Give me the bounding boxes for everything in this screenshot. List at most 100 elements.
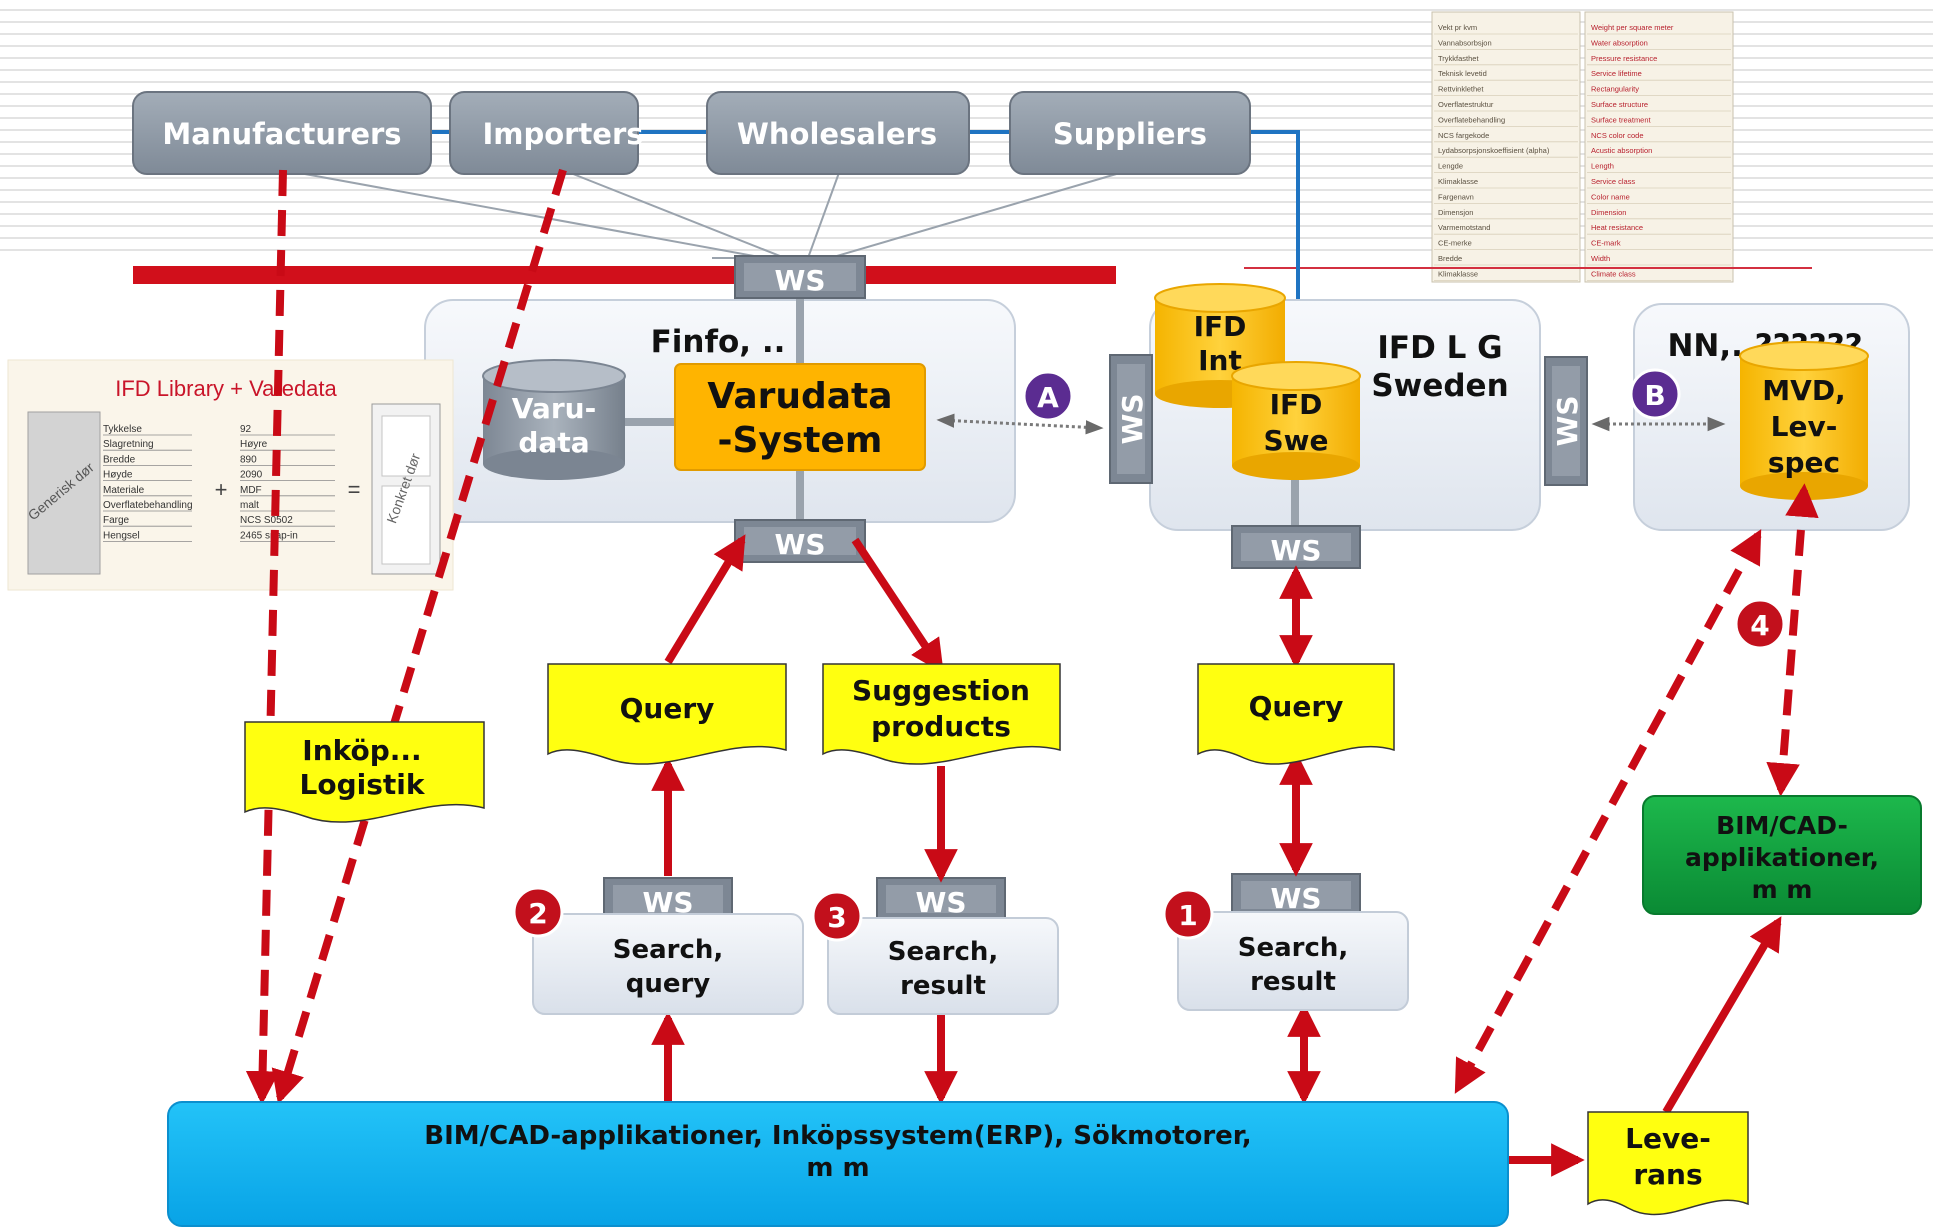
bim-green-line-1: BIM/CAD- [1716,811,1848,840]
bim-cad-green-box: BIM/CAD- applikationer, m m [1642,795,1922,915]
mvd-cylinder: MVD, Lev- spec [1739,341,1869,500]
property-table: Vekt pr kvmVannabsorbsjonTrykkfasthetTek… [1431,11,1734,283]
bim-green-line-3: m m [1752,875,1813,904]
library-property: Tykkelse [103,424,142,435]
library-value: 890 [240,454,257,465]
top-box-label: Suppliers [1053,117,1207,151]
ws-box-ifd-bottom: WS [1231,525,1361,569]
badge-3: 3 [811,890,863,942]
mvd-line-2: Lev- [1771,410,1838,443]
property-row-no: Overflatestruktur [1438,100,1494,109]
top-box-manufacturers: Manufacturers [132,91,432,175]
search-box-result-1: Search, result [1177,911,1409,1011]
note-leverans: Leve- rans [1587,1111,1749,1216]
varudata-system-line-1: Varudata [707,376,892,417]
mvd-line-3: spec [1768,446,1840,479]
property-row-no: Rettvinklethet [1438,85,1484,94]
property-table-left: Vekt pr kvmVannabsorbsjonTrykkfasthetTek… [1434,23,1578,281]
property-row-en: Width [1591,254,1610,263]
note-inkop-logistik: Inköp... Logistik [244,721,485,823]
note-leverans-line-1: Leve- [1625,1122,1711,1155]
library-property: Materiale [103,485,145,496]
ws-box-top: WS [734,255,866,299]
top-box-label: Manufacturers [162,117,401,151]
library-value: malt [240,500,259,511]
property-row-no: Lydabsorpsjonskoeffisient (alpha) [1438,146,1550,155]
link-a [936,413,1104,435]
property-row-no: Overflatebehandling [1438,115,1505,124]
search-query-line-2: query [626,969,711,999]
library-value: NCS S0502 [240,515,293,526]
ws-label: WS [774,264,825,297]
note-inkop-line-2: Logistik [300,768,426,801]
property-row-en: Acustic absorption [1591,146,1652,155]
bottom-applications-bar: BIM/CAD-applikationer, Inköpssystem(ERP)… [167,1101,1509,1227]
property-row-no: Klimaklasse [1438,269,1478,278]
note-query-left-label: Query [620,692,715,725]
bottom-bar-line-1: BIM/CAD-applikationer, Inköpssystem(ERP)… [424,1121,1251,1151]
top-box-suppliers: Suppliers [1009,91,1251,175]
ifd-int-line-1: IFD [1194,310,1247,343]
property-row-en: Heat resistance [1591,223,1643,232]
ifd-title-line-1: IFD L G [1377,330,1502,366]
note-leverans-line-2: rans [1633,1158,1702,1191]
red-bar [133,266,1116,284]
badge-b-label: B [1644,379,1665,412]
property-row-no: NCS fargekode [1438,131,1489,140]
solid-red-arrows [651,534,1782,1177]
library-value: 2090 [240,470,263,481]
ws-label: WS [1270,882,1321,915]
library-value: 2465 snap-in [240,530,298,541]
bim-green-line-2: applikationer, [1685,843,1879,872]
ws-box-ifd-left: WS [1109,354,1153,484]
property-row-en: Service lifetime [1591,69,1642,78]
library-value: MDF [240,485,262,496]
library-property: Hengsel [103,530,140,541]
library-property: Overflatebehandling [103,500,193,511]
top-box-wholesalers: Wholesalers [706,91,970,175]
property-row-no: Fargenavn [1438,192,1474,201]
property-row-en: Climate class [1591,269,1636,278]
ws-box-finfo-bottom: WS [734,519,866,563]
badge-b: B [1629,368,1681,420]
ws-label: WS [1551,395,1584,446]
note-query-right: Query [1197,663,1395,765]
ifd-library-inset: IFD Library + Varedata Generisk dør Tykk… [7,359,454,591]
library-property: Bredde [103,454,136,465]
ifd-swe-line-2: Swe [1263,424,1328,457]
ws-box-ifd-right: WS [1544,356,1588,486]
ws-box-search-1: WS [1231,873,1361,917]
ws-box-search-3: WS [876,877,1006,921]
ifd-library-properties: TykkelseSlagretningBreddeHøydeMaterialeO… [103,424,335,542]
property-row-no: Varmemotstand [1438,223,1490,232]
badge-4-label: 4 [1750,609,1769,642]
dashed-red-links [245,168,1819,1105]
search-result-3-line-2: result [900,971,986,1001]
property-row-no: Vekt pr kvm [1438,23,1477,32]
property-row-en: Pressure resistance [1591,54,1657,63]
ifd-swe-line-1: IFD [1270,388,1323,421]
property-row-en: Length [1591,162,1614,171]
equals-sign: = [348,477,361,502]
search-result-1-line-2: result [1250,967,1336,997]
ifd-swe-cylinder: IFD Swe [1231,361,1361,480]
varu-data-label-line-1: Varu- [512,392,596,425]
varu-data-label-line-2: data [518,426,589,459]
note-query-right-label: Query [1249,690,1344,723]
ws-label: WS [1270,534,1321,567]
property-row-no: Dimensjon [1438,208,1473,217]
badge-2: 2 [512,886,564,938]
badge-1: 1 [1162,888,1214,940]
library-property: Høyde [103,470,133,481]
top-box-label: Wholesalers [737,117,937,151]
finfo-title: Finfo, .. [651,324,786,360]
ws-label: WS [774,528,825,561]
badge-a-label: A [1037,381,1059,414]
note-query-left: Query [547,663,787,765]
library-value: Høyre [240,439,268,450]
search-box-query: Search, query [532,913,804,1015]
ws-label: WS [1116,393,1149,444]
property-row-en: NCS color code [1591,131,1644,140]
